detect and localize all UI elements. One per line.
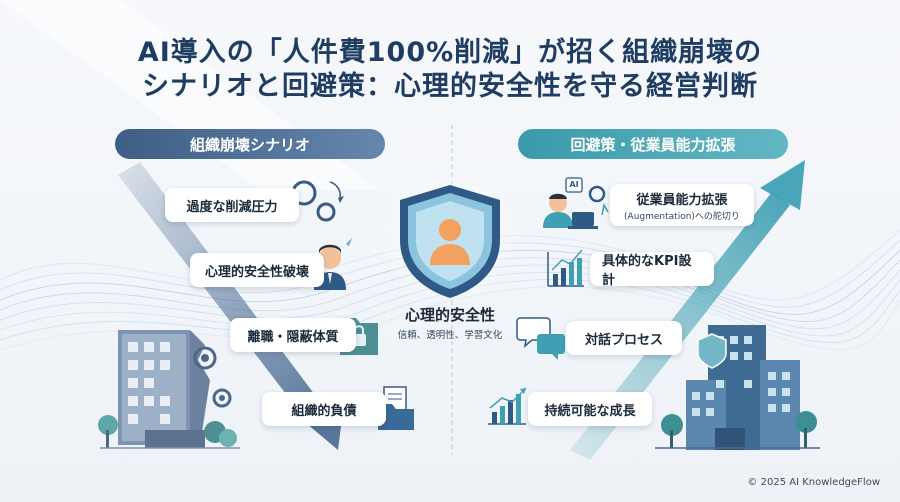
growth-chart-icon xyxy=(547,249,584,287)
scenario-card-organizational-debt: 組織的負債 xyxy=(262,392,386,426)
solution-card-augmentation: 従業員能力拡張 (Augmentation)への舵切り xyxy=(610,184,754,226)
scenario-card-excess-cost-pressure: 過度な削減圧力 xyxy=(165,188,299,222)
worker-laptop-icon xyxy=(543,177,609,229)
shield-icon xyxy=(378,163,522,307)
solution-sublabel: (Augmentation)への舵切り xyxy=(624,211,740,222)
solution-label: 具体的なKPI設計 xyxy=(602,254,692,288)
scenario-card-turnover-concealment: 離職・隠蔽体質 xyxy=(230,318,356,352)
ai-badge: AI xyxy=(569,180,579,189)
solution-label: 従業員能力拡張 xyxy=(636,192,728,208)
solution-label: 対話プロセス xyxy=(584,332,663,348)
solution-card-dialogue-process: 対話プロセス xyxy=(566,321,682,355)
solution-card-sustainable-growth: 持続可能な成長 xyxy=(528,392,652,426)
person-icon xyxy=(439,219,461,241)
document-folder-icon xyxy=(378,386,414,430)
scenario-label: 心理的安全性破壊 xyxy=(204,264,309,280)
page-title-line-2: シナリオと回避策：心理的安全性を守る経営判断 xyxy=(142,71,758,102)
center-title: 心理的安全性 xyxy=(404,306,495,324)
rising-chart-icon xyxy=(488,387,527,425)
scenario-label: 組織的負債 xyxy=(291,403,357,419)
right-column-header: 回避策・従業員能力拡張 xyxy=(518,129,788,159)
chat-bubbles-icon xyxy=(516,317,565,360)
scenario-card-safety-breakdown: 心理的安全性破壊 xyxy=(190,253,324,287)
solution-card-kpi-design: 具体的なKPI設計 xyxy=(590,252,714,288)
page-title-line-1: AI導入の「人件費100%削減」が招く組織崩壊の xyxy=(137,37,763,68)
office-building-illustration xyxy=(655,325,820,450)
center-subtitle: 信頼、透明性、学習文化 xyxy=(397,330,503,341)
collapsing-building-illustration xyxy=(98,330,240,449)
copyright-footer: © 2025 AI KnowledgeFlow xyxy=(747,477,880,488)
left-column-header: 組織崩壊シナリオ xyxy=(115,129,385,159)
solution-label: 持続可能な成長 xyxy=(544,403,636,419)
scenario-label: 過度な削減圧力 xyxy=(186,199,278,215)
scenario-label: 離職・隠蔽体質 xyxy=(247,329,339,345)
